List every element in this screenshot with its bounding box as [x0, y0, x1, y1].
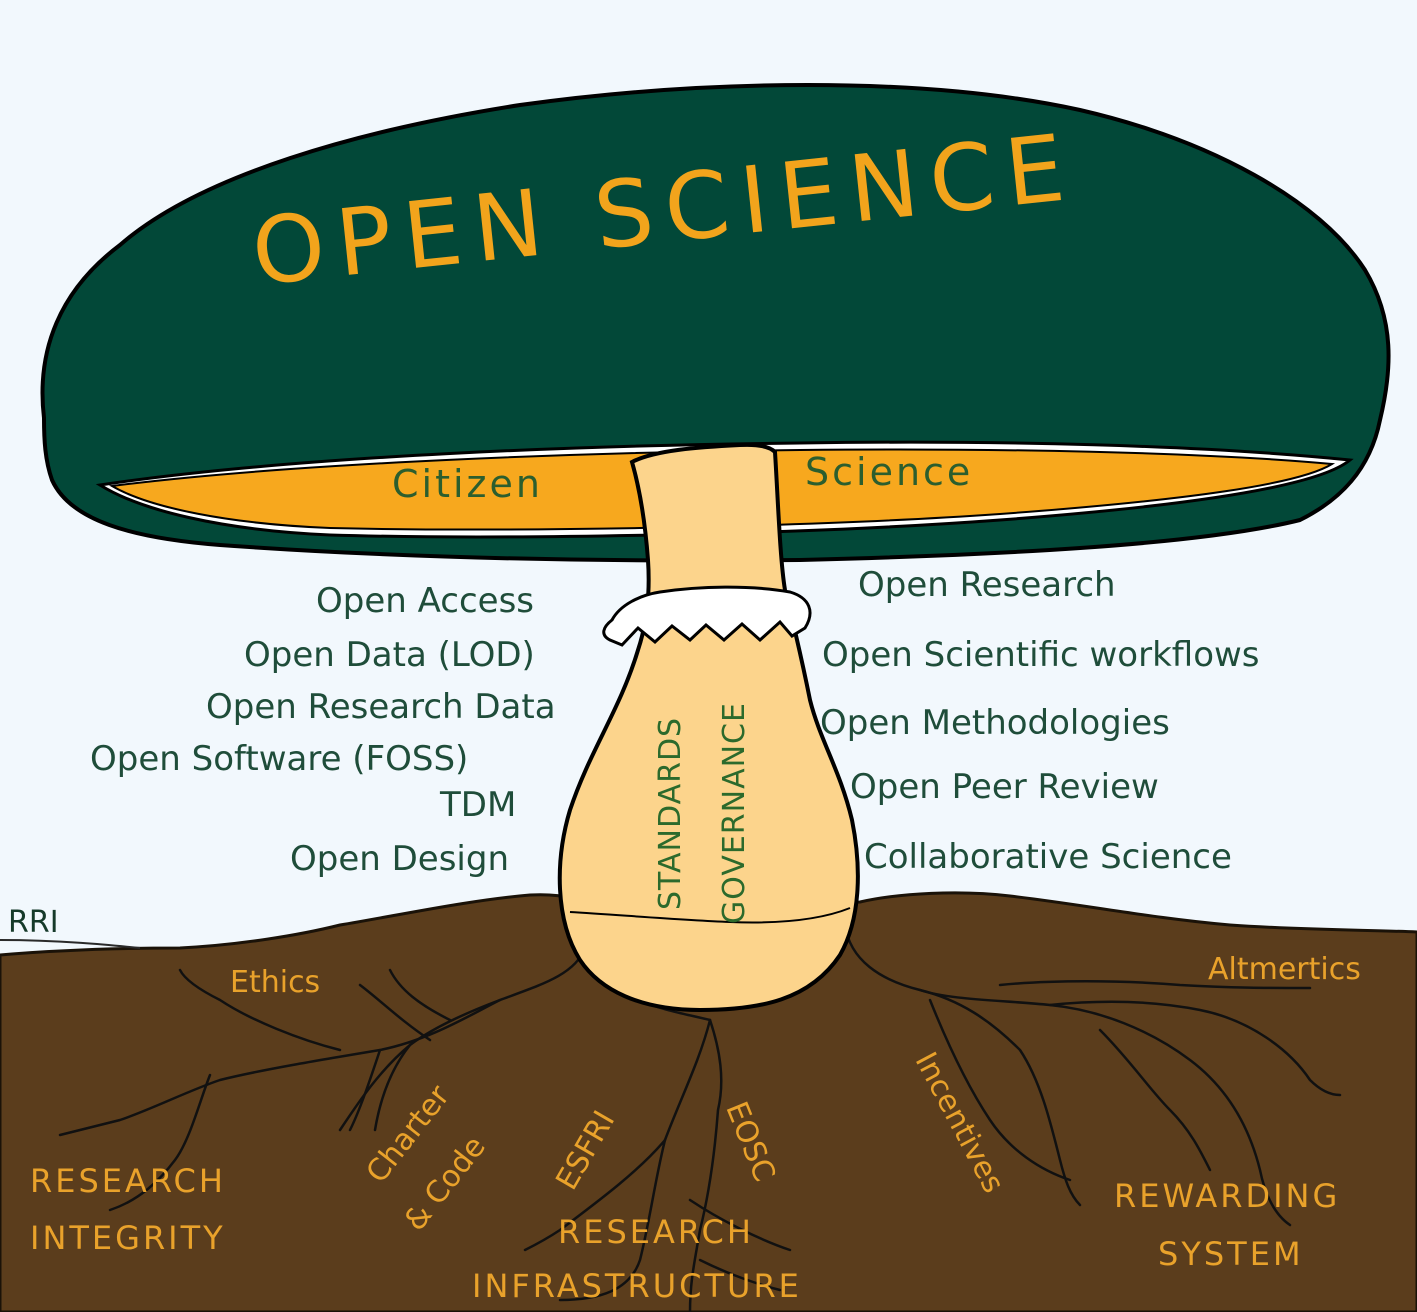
item-open-methodologies: Open Methodologies	[820, 703, 1170, 743]
research-infrastructure-line1: RESEARCH	[558, 1213, 754, 1251]
ethics-label: Ethics	[230, 965, 321, 1000]
research-integrity-line2: INTEGRITY	[30, 1219, 226, 1257]
altmetrics-label: Altmertics	[1208, 952, 1361, 987]
item-open-access: Open Access	[316, 581, 535, 621]
gill-label-right: Science	[805, 450, 974, 494]
item-open-research: Open Research	[858, 565, 1116, 605]
roots	[58, 923, 1342, 1312]
stem-governance: GOVERNANCE	[717, 702, 752, 924]
gill-label-left: Citizen	[392, 462, 543, 506]
rri-label: RRI	[8, 905, 59, 940]
stem	[557, 442, 860, 1013]
research-infrastructure-line2: INFRASTRUCTURE	[472, 1267, 802, 1305]
item-open-research-data: Open Research Data	[206, 687, 556, 727]
research-integrity-line1: RESEARCH	[30, 1162, 226, 1200]
item-open-design: Open Design	[290, 839, 510, 879]
item-open-data: Open Data (LOD)	[244, 635, 535, 675]
stem-ring	[602, 585, 812, 647]
item-collaborative-science: Collaborative Science	[864, 837, 1232, 877]
stem-standards: STANDARDS	[653, 716, 688, 910]
rri-surface-line	[0, 939, 141, 949]
cap	[40, 83, 1391, 563]
rewarding-system-line2: SYSTEM	[1158, 1235, 1304, 1273]
rewarding-system-line1: REWARDING	[1114, 1177, 1341, 1215]
item-open-peer-review: Open Peer Review	[850, 767, 1159, 807]
item-open-software: Open Software (FOSS)	[90, 739, 469, 779]
item-tdm: TDM	[440, 785, 517, 825]
item-open-scientific-workflows: Open Scientific workflows	[822, 635, 1260, 675]
stem-ground-line	[569, 907, 851, 924]
